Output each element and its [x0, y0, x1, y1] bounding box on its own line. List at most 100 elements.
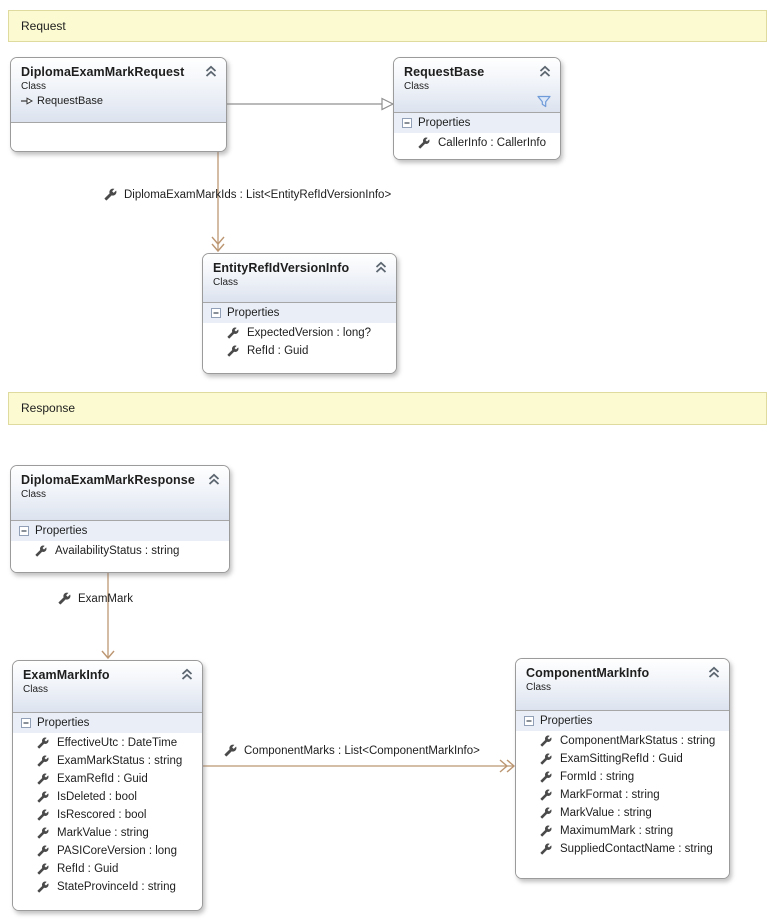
comment-banner-request[interactable]: Request	[8, 10, 767, 42]
classbox-diplomaexammarkresponse[interactable]: DiplomaExamMarkResponse Class Properties…	[10, 465, 230, 573]
wrench-icon	[104, 188, 117, 201]
property-label: MarkFormat : string	[560, 789, 660, 801]
wrench-icon	[37, 791, 49, 803]
property-label: MarkValue : string	[560, 807, 652, 819]
property-label: ExamMarkStatus : string	[57, 755, 183, 767]
class-kind: Class	[21, 489, 47, 500]
property-row[interactable]: IsRescored : bool	[13, 806, 198, 824]
property-row[interactable]: AvailabilityStatus : string	[11, 542, 225, 560]
property-label: StateProvinceId : string	[57, 881, 176, 893]
class-title: RequestBase	[404, 65, 485, 79]
wrench-icon	[37, 881, 49, 893]
properties-section-header[interactable]: Properties	[516, 711, 729, 731]
collapse-chevron-icon[interactable]	[207, 473, 221, 486]
comment-banner-response[interactable]: Response	[8, 392, 767, 425]
wrench-icon	[540, 807, 552, 819]
property-label: AvailabilityStatus : string	[55, 545, 180, 557]
properties-section-header[interactable]: Properties	[394, 113, 560, 133]
property-row[interactable]: MarkValue : string	[516, 804, 725, 822]
wrench-icon	[540, 771, 552, 783]
property-row[interactable]: IsDeleted : bool	[13, 788, 198, 806]
collapse-minus-icon[interactable]	[402, 118, 412, 128]
property-row[interactable]: CallerInfo : CallerInfo	[394, 134, 556, 152]
classbox-requestbase[interactable]: RequestBase Class Properties CallerInfo …	[393, 57, 561, 160]
class-title: DiplomaExamMarkResponse	[21, 473, 195, 487]
properties-section-header[interactable]: Properties	[203, 303, 396, 323]
association-connector-exammark[interactable]	[100, 572, 116, 660]
association-connector-diplomaexammarkids[interactable]	[210, 152, 226, 253]
association-connector-componentmarks[interactable]	[203, 758, 516, 774]
properties-label: Properties	[227, 307, 280, 319]
wrench-icon	[540, 825, 552, 837]
class-title: DiplomaExamMarkRequest	[21, 65, 185, 79]
class-kind: Class	[23, 684, 49, 695]
properties-label: Properties	[37, 717, 90, 729]
properties-label: Properties	[540, 715, 593, 727]
filter-icon[interactable]	[537, 95, 551, 108]
property-label: SuppliedContactName : string	[560, 843, 713, 855]
property-label: EffectiveUtc : DateTime	[57, 737, 178, 749]
collapse-chevron-icon[interactable]	[204, 65, 218, 78]
collapse-chevron-icon[interactable]	[538, 65, 552, 78]
property-row[interactable]: FormId : string	[516, 768, 725, 786]
wrench-icon	[37, 827, 49, 839]
wrench-icon	[227, 345, 239, 357]
wrench-icon	[37, 809, 49, 821]
classbox-exammarkinfo[interactable]: ExamMarkInfo Class Properties EffectiveU…	[12, 660, 203, 911]
collapse-minus-icon[interactable]	[21, 718, 31, 728]
association-label-diplomaexammarkids[interactable]: DiplomaExamMarkIds : List<EntityRefIdVer…	[104, 188, 391, 201]
collapse-minus-icon[interactable]	[19, 526, 29, 536]
class-title: ExamMarkInfo	[23, 668, 110, 682]
property-row[interactable]: ExpectedVersion : long?	[203, 324, 392, 342]
wrench-icon	[37, 773, 49, 785]
property-row[interactable]: RefId : Guid	[203, 342, 392, 360]
inherits-label: RequestBase	[37, 95, 104, 107]
inheritance-connector-requestbase[interactable]	[226, 96, 394, 112]
class-kind: Class	[526, 682, 552, 693]
property-row[interactable]: ExamMarkStatus : string	[13, 752, 198, 770]
property-label: RefId : Guid	[57, 863, 119, 875]
class-kind: Class	[213, 277, 239, 288]
properties-label: Properties	[35, 525, 88, 537]
property-row[interactable]: PASICoreVersion : long	[13, 842, 198, 860]
association-label-exammark[interactable]: ExamMark	[58, 592, 133, 605]
property-label: IsRescored : bool	[57, 809, 147, 821]
property-label: MarkValue : string	[57, 827, 149, 839]
wrench-icon	[37, 737, 49, 749]
wrench-icon	[224, 744, 237, 757]
property-row[interactable]: RefId : Guid	[13, 860, 198, 878]
association-label-text: ComponentMarks : List<ComponentMarkInfo>	[244, 744, 480, 757]
property-row[interactable]: ComponentMarkStatus : string	[516, 732, 725, 750]
wrench-icon	[37, 845, 49, 857]
property-label: MaximumMark : string	[560, 825, 674, 837]
properties-label: Properties	[418, 117, 471, 129]
collapse-chevron-icon[interactable]	[374, 261, 388, 274]
property-row[interactable]: SuppliedContactName : string	[516, 840, 725, 858]
class-kind: Class	[404, 81, 430, 92]
collapse-chevron-icon[interactable]	[707, 666, 721, 679]
association-label-text: DiplomaExamMarkIds : List<EntityRefIdVer…	[124, 188, 392, 201]
classbox-diplomaexammarkrequest[interactable]: DiplomaExamMarkRequest Class RequestBase	[10, 57, 227, 152]
classbox-entityrefidversioninfo[interactable]: EntityRefIdVersionInfo Class Properties …	[202, 253, 397, 374]
association-label-componentmarks[interactable]: ComponentMarks : List<ComponentMarkInfo>	[224, 744, 480, 757]
property-row[interactable]: MarkFormat : string	[516, 786, 725, 804]
property-row[interactable]: StateProvinceId : string	[13, 878, 198, 896]
classbox-componentmarkinfo[interactable]: ComponentMarkInfo Class Properties Compo…	[515, 658, 730, 879]
wrench-icon	[58, 592, 71, 605]
property-label: ComponentMarkStatus : string	[560, 735, 716, 747]
property-row[interactable]: MarkValue : string	[13, 824, 198, 842]
property-row[interactable]: ExamSittingRefId : Guid	[516, 750, 725, 768]
properties-section-header[interactable]: Properties	[11, 521, 229, 541]
property-row[interactable]: ExamRefId : Guid	[13, 770, 198, 788]
wrench-icon	[35, 545, 47, 557]
wrench-icon	[540, 789, 552, 801]
collapse-chevron-icon[interactable]	[180, 668, 194, 681]
class-kind: Class	[21, 81, 47, 92]
wrench-icon	[540, 753, 552, 765]
property-row[interactable]: EffectiveUtc : DateTime	[13, 734, 198, 752]
property-row[interactable]: MaximumMark : string	[516, 822, 725, 840]
wrench-icon	[227, 327, 239, 339]
collapse-minus-icon[interactable]	[524, 716, 534, 726]
properties-section-header[interactable]: Properties	[13, 713, 202, 733]
collapse-minus-icon[interactable]	[211, 308, 221, 318]
